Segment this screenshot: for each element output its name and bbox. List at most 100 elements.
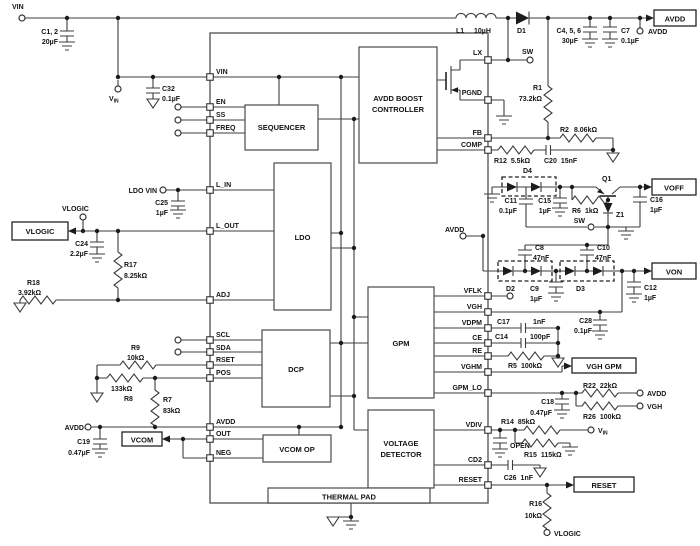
netbox-vgh-gpm bbox=[571, 357, 637, 374]
wires-right-external bbox=[466, 186, 646, 530]
pin-label-l-in: L_IN bbox=[216, 182, 231, 189]
label-c11-ref: C11 bbox=[505, 198, 518, 205]
ground-icon bbox=[495, 115, 513, 125]
label-r9-ref: R9 bbox=[131, 345, 140, 352]
label-l1-val: 10µH bbox=[474, 28, 491, 35]
terminal-label-sw-top: SW bbox=[522, 49, 534, 56]
label-c11-val: 0.1µF bbox=[499, 208, 518, 215]
pin-label-vin: VIN bbox=[216, 69, 228, 76]
netbox-reset-label: RESET bbox=[591, 481, 616, 490]
label-r1-ref: R1 bbox=[533, 85, 542, 92]
label-c28-ref: C28 bbox=[579, 318, 592, 325]
terminal-label-avdd-left: AVDD bbox=[65, 425, 84, 432]
ground-icon bbox=[146, 98, 160, 109]
terminal-label-avdd-r22: AVDD bbox=[647, 391, 666, 398]
terminal-label-vlogic-left: VLOGIC bbox=[62, 206, 89, 213]
label-c12-val: 1µF bbox=[644, 295, 657, 302]
ground-icon bbox=[169, 209, 187, 219]
junction-dots bbox=[64, 15, 643, 520]
label-r7-val: 83kΩ bbox=[163, 408, 181, 415]
pin-label-ce: CE bbox=[472, 335, 482, 342]
pin-label-scl: SCL bbox=[216, 332, 231, 339]
resistor-r17 bbox=[113, 251, 123, 289]
ground-icon bbox=[625, 293, 643, 303]
label-r16-ref: R16 bbox=[529, 501, 542, 508]
pin-label-reset: RESET bbox=[459, 477, 483, 484]
block-boost-label-2: CONTROLLER bbox=[372, 105, 425, 114]
diode-pair-d4 bbox=[501, 176, 557, 197]
label-c4-5-6-ref: C4, 5, 6 bbox=[556, 28, 581, 35]
diode-d1 bbox=[516, 11, 530, 25]
pin-labels: VIN EN SS FREQ L_IN L_OUT ADJ SCL SDA RS… bbox=[216, 50, 483, 484]
pin-label-vdpm: VDPM bbox=[462, 320, 482, 327]
terminal-label-vin: VIN bbox=[12, 4, 24, 11]
label-c25-val: 1µF bbox=[156, 210, 169, 217]
pin-label-pos: POS bbox=[216, 370, 231, 377]
resistor-r1 bbox=[543, 85, 553, 123]
capacitor-c24 bbox=[89, 241, 105, 248]
pin-label-cd2: CD2 bbox=[468, 457, 482, 464]
block-thermal-pad bbox=[267, 487, 431, 504]
netbox-vlogic-label: VLOGIC bbox=[26, 227, 55, 236]
ground-icon bbox=[601, 38, 619, 48]
capacitor-open bbox=[492, 437, 508, 444]
label-z1-ref: Z1 bbox=[616, 212, 624, 219]
resistor-r5 bbox=[507, 351, 545, 361]
capacitor-c15 bbox=[552, 197, 568, 204]
ground-icon bbox=[58, 41, 76, 51]
netbox-von-label: VON bbox=[666, 268, 682, 277]
label-r16-val: 10kΩ bbox=[525, 513, 543, 520]
label-c7-val: 0.1µF bbox=[621, 38, 640, 45]
terminal-label-avdd-top: AVDD bbox=[648, 29, 667, 36]
resistor-r12 bbox=[497, 145, 535, 155]
pin-label-neg: NEG bbox=[216, 450, 232, 457]
pin-label-vdiv: VDIV bbox=[466, 422, 483, 429]
capacitor-c16 bbox=[632, 196, 648, 203]
wires-internal-ic bbox=[213, 59, 485, 521]
netbox-voff-label: VOFF bbox=[664, 184, 684, 193]
block-voltage-detector bbox=[367, 409, 435, 489]
label-d1-ref: D1 bbox=[517, 28, 526, 35]
pin-label-gpm-lo: GPM_LO bbox=[452, 385, 482, 392]
label-c19-ref: C19 bbox=[77, 439, 90, 446]
main-ic: SEQUENCER AVDD BOOST CONTROLLER LDO DCP … bbox=[209, 32, 489, 504]
label-c4-5-6-val: 30µF bbox=[562, 38, 579, 45]
ground-icon bbox=[547, 292, 565, 302]
netbox-vcom-label: VCOM bbox=[131, 436, 154, 445]
capacitor-c25 bbox=[170, 200, 186, 207]
label-q1-ref: Q1 bbox=[602, 176, 611, 183]
ground-icon bbox=[561, 446, 579, 456]
capacitor-c8 bbox=[517, 249, 533, 256]
resistor-r22 bbox=[581, 388, 619, 398]
label-r7-ref: R7 bbox=[163, 397, 172, 404]
capacitor-c4-5-6 bbox=[582, 26, 598, 33]
ground-icon bbox=[553, 409, 571, 419]
resistor-r6 bbox=[571, 195, 609, 205]
netbox-vlogic bbox=[11, 221, 69, 241]
block-sequencer bbox=[244, 104, 319, 151]
label-d2-ref: D2 bbox=[506, 286, 515, 293]
capacitor-c10 bbox=[579, 249, 595, 256]
terminal-label-vgh-r26: VGH bbox=[647, 404, 662, 411]
label-c16-ref: C16 bbox=[650, 197, 663, 204]
pin-label-sda: SDA bbox=[216, 345, 231, 352]
capacitor-c1-2 bbox=[59, 30, 75, 37]
netbox-avdd-label: AVDD bbox=[665, 15, 686, 24]
netbox-reset bbox=[573, 476, 635, 493]
pin-label-vflk: VFLK bbox=[464, 288, 482, 295]
pin-label-fb: FB bbox=[473, 130, 482, 137]
pin-label-rset: RSET bbox=[216, 357, 235, 364]
terminal-circles bbox=[18, 14, 644, 537]
label-r9-val: 10kΩ bbox=[127, 355, 145, 362]
netbox-avdd bbox=[653, 9, 697, 27]
wires-left-external bbox=[19, 106, 207, 459]
label-c25-ref: C25 bbox=[155, 200, 168, 207]
block-gpm bbox=[367, 286, 435, 399]
resistor-r9 bbox=[119, 360, 157, 370]
